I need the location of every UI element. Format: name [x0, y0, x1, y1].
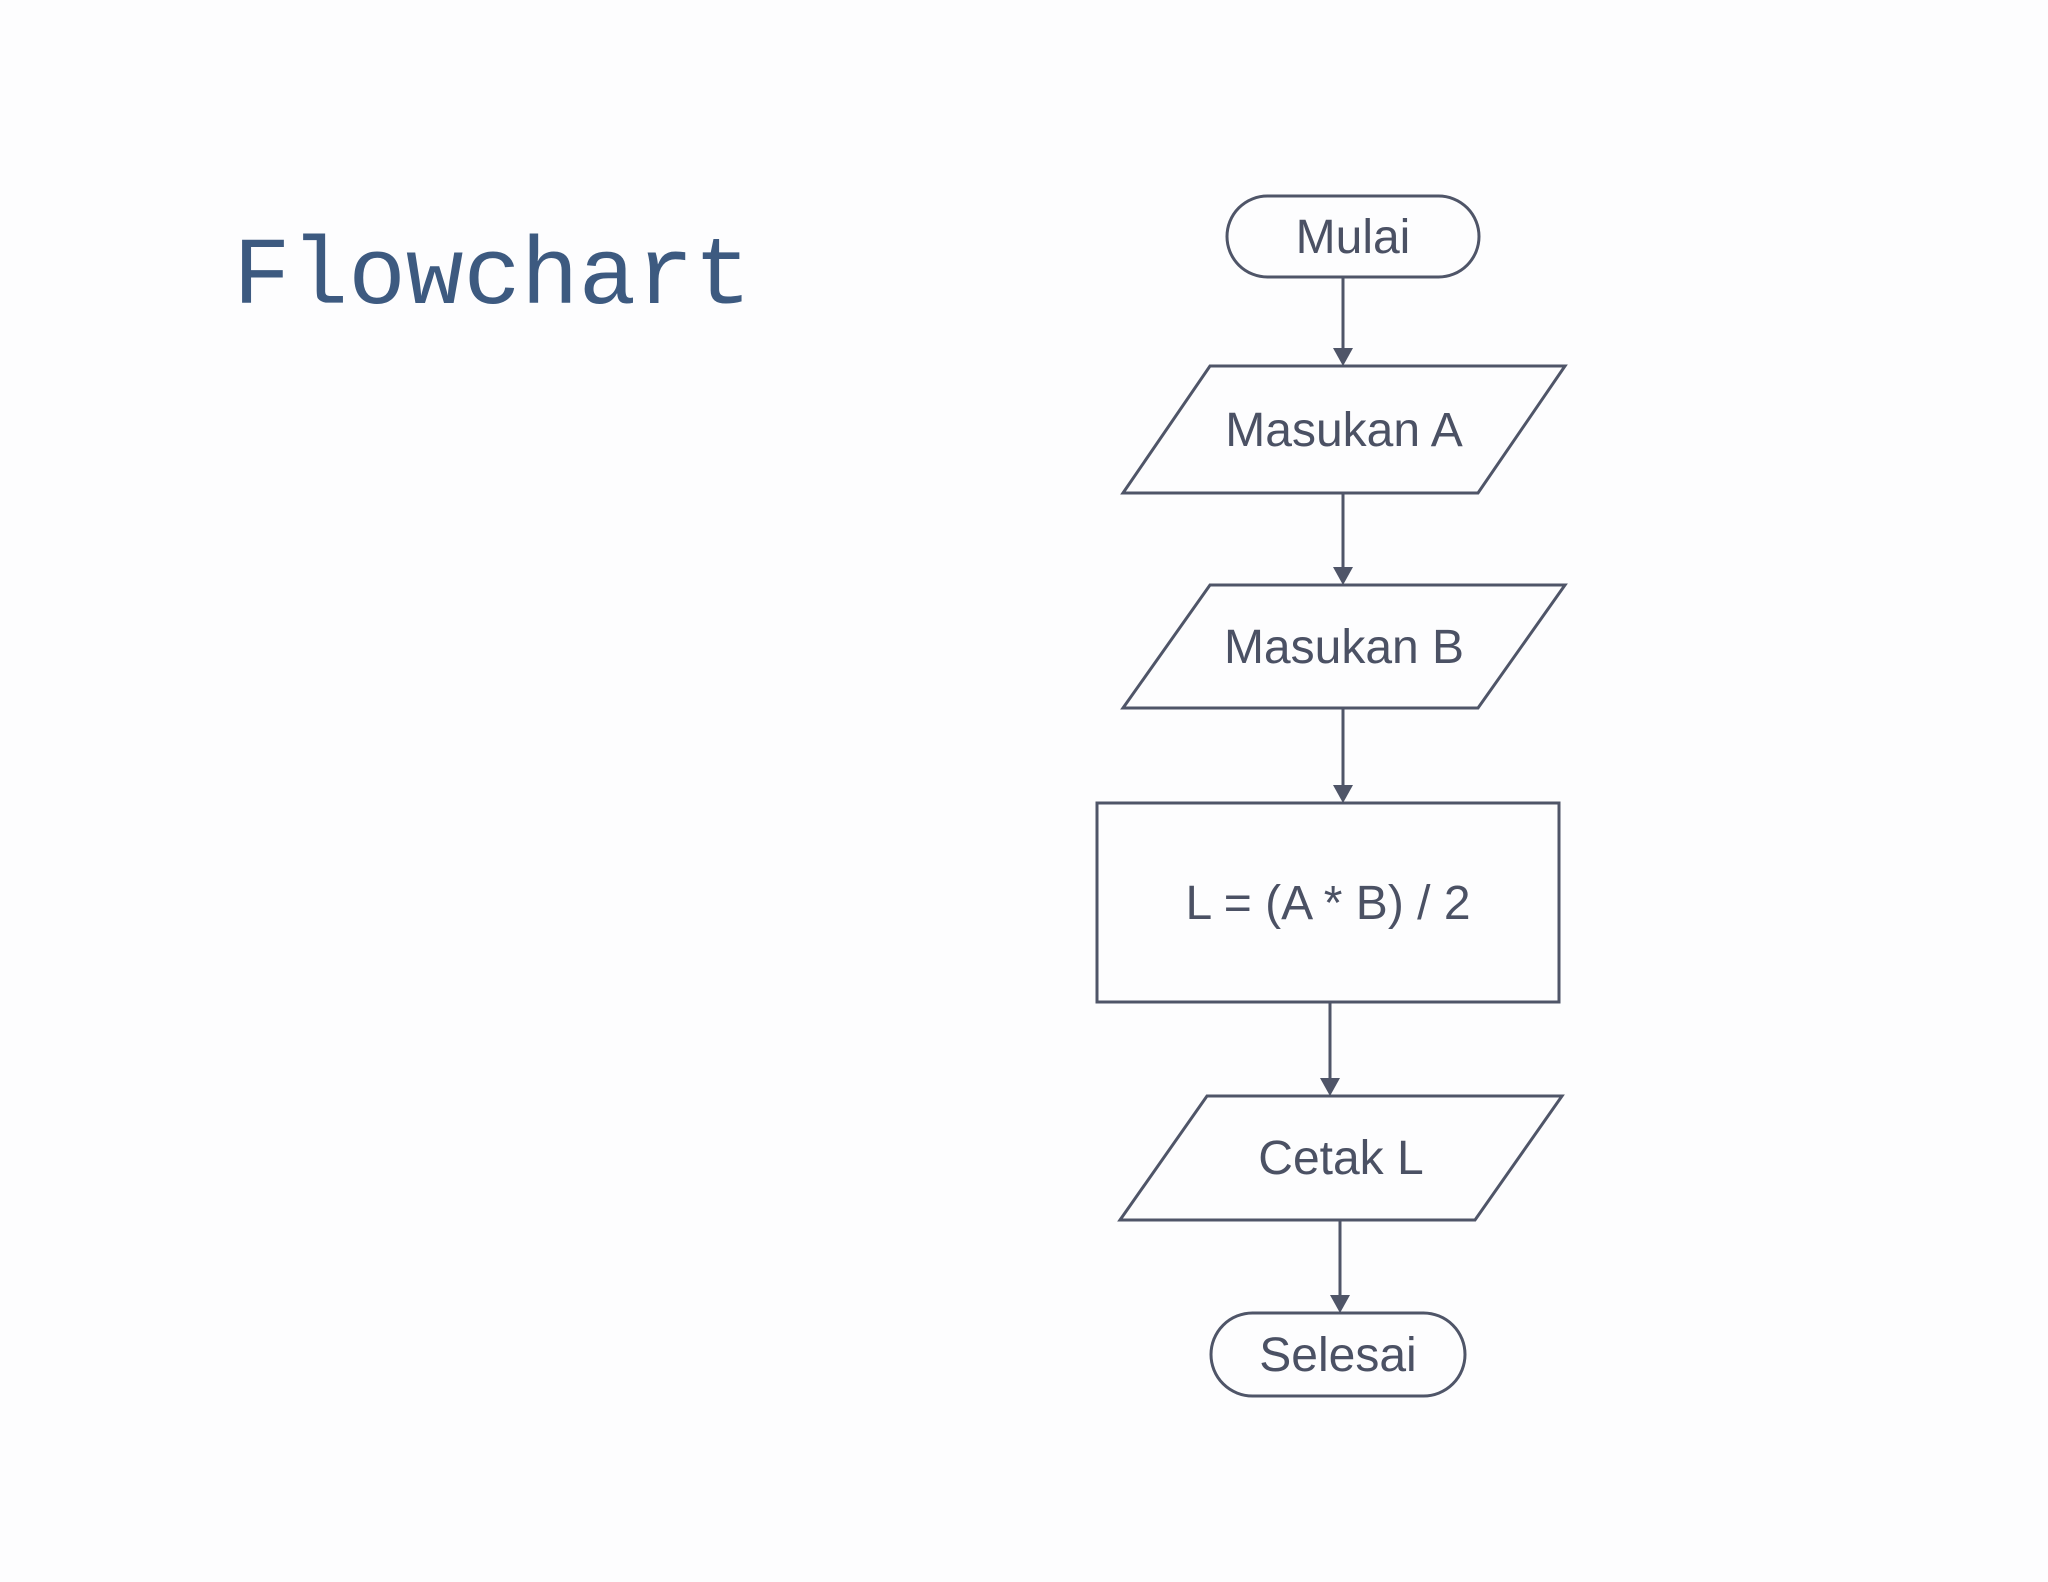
arrowhead-icon: [1333, 567, 1353, 585]
io-parallelogram-shape: [1117, 1094, 1565, 1222]
node-label-input-b: Masukan B: [1224, 621, 1464, 674]
arrowhead-icon: [1333, 348, 1353, 366]
flowchart-edge-input-b-to-process: [1333, 708, 1353, 803]
flowchart-edge-process-to-output: [1320, 1002, 1340, 1096]
io-parallelogram-shape: [1120, 364, 1568, 495]
terminator-shape: [1225, 194, 1481, 279]
flowchart-node-input-a: Masukan A: [1120, 364, 1568, 495]
flowchart-edge-input-a-to-input-b: [1333, 493, 1353, 585]
flowchart-node-process: L = (A * B) / 2: [1095, 801, 1561, 1004]
flowchart-edge-start-to-input-a: [1333, 277, 1353, 366]
arrowhead-icon: [1320, 1078, 1340, 1096]
process-rect-shape: [1095, 801, 1561, 1004]
flowchart-node-input-b: Masukan B: [1120, 583, 1568, 710]
io-parallelogram-shape: [1120, 583, 1568, 710]
node-label-input-a: Masukan A: [1225, 404, 1462, 457]
page-title: Flowchart: [233, 223, 751, 332]
node-label-start: Mulai: [1296, 211, 1411, 264]
arrowhead-icon: [1330, 1295, 1350, 1313]
flowchart-node-start: Mulai: [1225, 194, 1481, 279]
flowchart-node-output: Cetak L: [1117, 1094, 1565, 1222]
flowchart-node-end: Selesai: [1209, 1311, 1467, 1398]
flowchart-edge-output-to-end: [1330, 1220, 1350, 1313]
terminator-shape: [1209, 1311, 1467, 1398]
node-label-process: L = (A * B) / 2: [1185, 877, 1470, 930]
node-label-output: Cetak L: [1258, 1132, 1423, 1185]
node-label-end: Selesai: [1259, 1329, 1416, 1382]
arrowhead-icon: [1333, 785, 1353, 803]
